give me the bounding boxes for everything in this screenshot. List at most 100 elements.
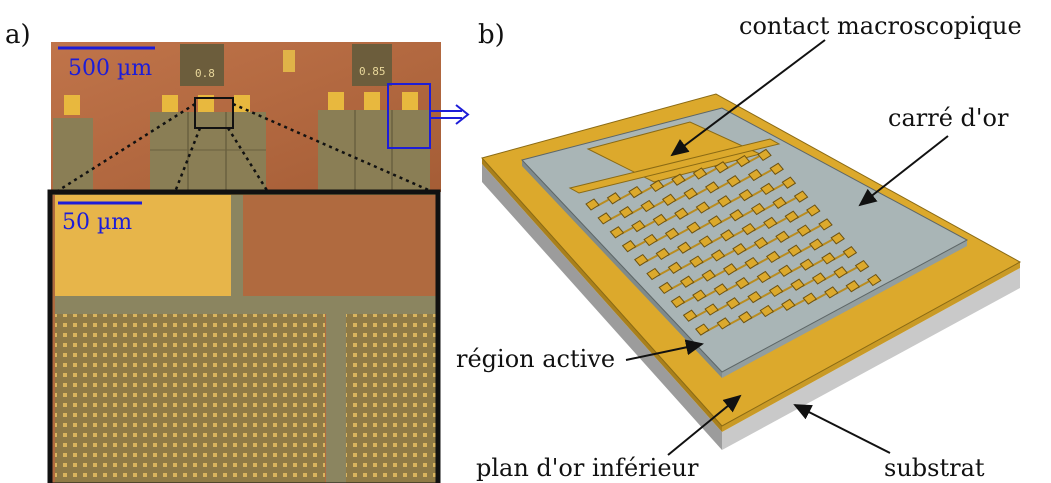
annotation-active-region: région active <box>456 345 616 373</box>
selected-device-box <box>387 83 431 149</box>
annotation-substrate: substrat <box>884 454 985 482</box>
gold-square <box>845 280 861 293</box>
zoom-gold-pad <box>55 195 231 305</box>
gold-square <box>759 304 775 318</box>
gold-square <box>720 229 735 242</box>
arrow-contact <box>670 39 826 157</box>
alignment-mark <box>283 50 295 72</box>
gold-square <box>775 230 790 243</box>
annotation-contact: contact macroscopique <box>739 12 1022 40</box>
arrow-bottom-gold-plane <box>667 394 742 456</box>
gold-strip <box>568 138 781 194</box>
gold-square <box>646 267 661 281</box>
gold-square <box>716 317 732 330</box>
arrow-substrate <box>793 404 891 454</box>
gold-square <box>787 244 802 257</box>
gold-square <box>618 206 634 219</box>
zoom-micrograph <box>47 189 441 483</box>
gold-square <box>799 258 815 271</box>
gold-square <box>772 196 787 209</box>
gold-square <box>658 281 673 295</box>
gold-square <box>621 240 637 253</box>
device-group-middle <box>150 95 266 190</box>
gold-square <box>631 219 646 233</box>
gold-square <box>867 273 882 287</box>
gold-square <box>695 201 711 214</box>
gold-square <box>714 161 729 174</box>
gold-square <box>818 218 833 231</box>
gold-square <box>710 249 726 262</box>
zoom-region-box <box>194 97 234 129</box>
gold-square <box>784 210 800 223</box>
gold-square <box>698 235 714 248</box>
gold-square <box>677 241 692 254</box>
annotation-bottom-gold-plane: plan d'or inférieur <box>476 454 699 482</box>
gold-square <box>824 286 839 299</box>
gold-square <box>664 227 680 240</box>
gold-square <box>722 263 738 276</box>
annotation-gold-square: carré d'or <box>888 104 1009 132</box>
substrate-side-left <box>482 164 722 450</box>
gold-square <box>781 298 796 311</box>
zoom-lines <box>55 102 434 194</box>
gold-square <box>744 256 759 270</box>
gold-square <box>695 323 710 336</box>
gold-square <box>682 309 698 322</box>
gold-square <box>760 182 775 196</box>
gold-square <box>717 195 732 208</box>
chip-marker-1 <box>180 44 224 86</box>
arrow-active-region <box>625 339 704 361</box>
gold-square <box>652 213 668 227</box>
gold-square <box>634 253 649 267</box>
gold-square <box>649 179 665 193</box>
gold-square <box>585 198 600 211</box>
gold-square <box>729 209 744 222</box>
top-scale-bar-label: 500 µm <box>68 56 153 81</box>
zoom-dot-array-right <box>346 314 437 483</box>
gold-square <box>661 193 677 206</box>
gold-square <box>732 243 747 256</box>
panel-a-label: a) <box>5 20 31 50</box>
gold-square <box>707 215 723 228</box>
gold-square <box>735 154 751 168</box>
gold-square <box>655 247 671 261</box>
chip-label-1: 0.8 <box>195 67 215 80</box>
gold-square <box>808 238 824 251</box>
gold-square <box>670 295 686 308</box>
gold-square <box>753 236 769 250</box>
panel-b-label: b) <box>478 20 505 50</box>
gold-square <box>763 216 778 230</box>
gold-square <box>726 175 741 188</box>
gold-square <box>778 264 793 277</box>
gold-square <box>790 278 805 291</box>
gold-square <box>692 289 707 302</box>
gold-square <box>757 148 772 162</box>
blue-double-arrow <box>431 104 470 125</box>
gold-square <box>738 188 754 202</box>
gold-square <box>842 246 858 259</box>
gold-square <box>793 190 809 203</box>
gold-square <box>692 167 708 180</box>
gold-square <box>830 232 845 245</box>
gold-square <box>750 202 766 216</box>
gold-square <box>643 233 658 247</box>
gold-square <box>747 168 763 182</box>
gold-square <box>597 212 612 225</box>
zoom-dot-array-left <box>55 314 325 483</box>
gold-square <box>781 176 797 189</box>
panel-a-micrograph <box>47 42 470 483</box>
arrow-gold-square <box>858 135 949 207</box>
gold-square <box>713 283 729 296</box>
gold-square <box>802 292 818 305</box>
gold-square <box>640 199 655 213</box>
gold-square <box>811 272 827 285</box>
gold-square <box>704 181 720 194</box>
gold-square <box>756 270 772 284</box>
gold-square <box>747 290 762 304</box>
gold-square <box>689 255 704 268</box>
gold-square <box>704 303 719 316</box>
gold-square <box>725 297 741 310</box>
gold-square <box>765 250 781 264</box>
gold-square <box>667 261 683 274</box>
chip-label-2: 0.85 <box>359 65 386 78</box>
